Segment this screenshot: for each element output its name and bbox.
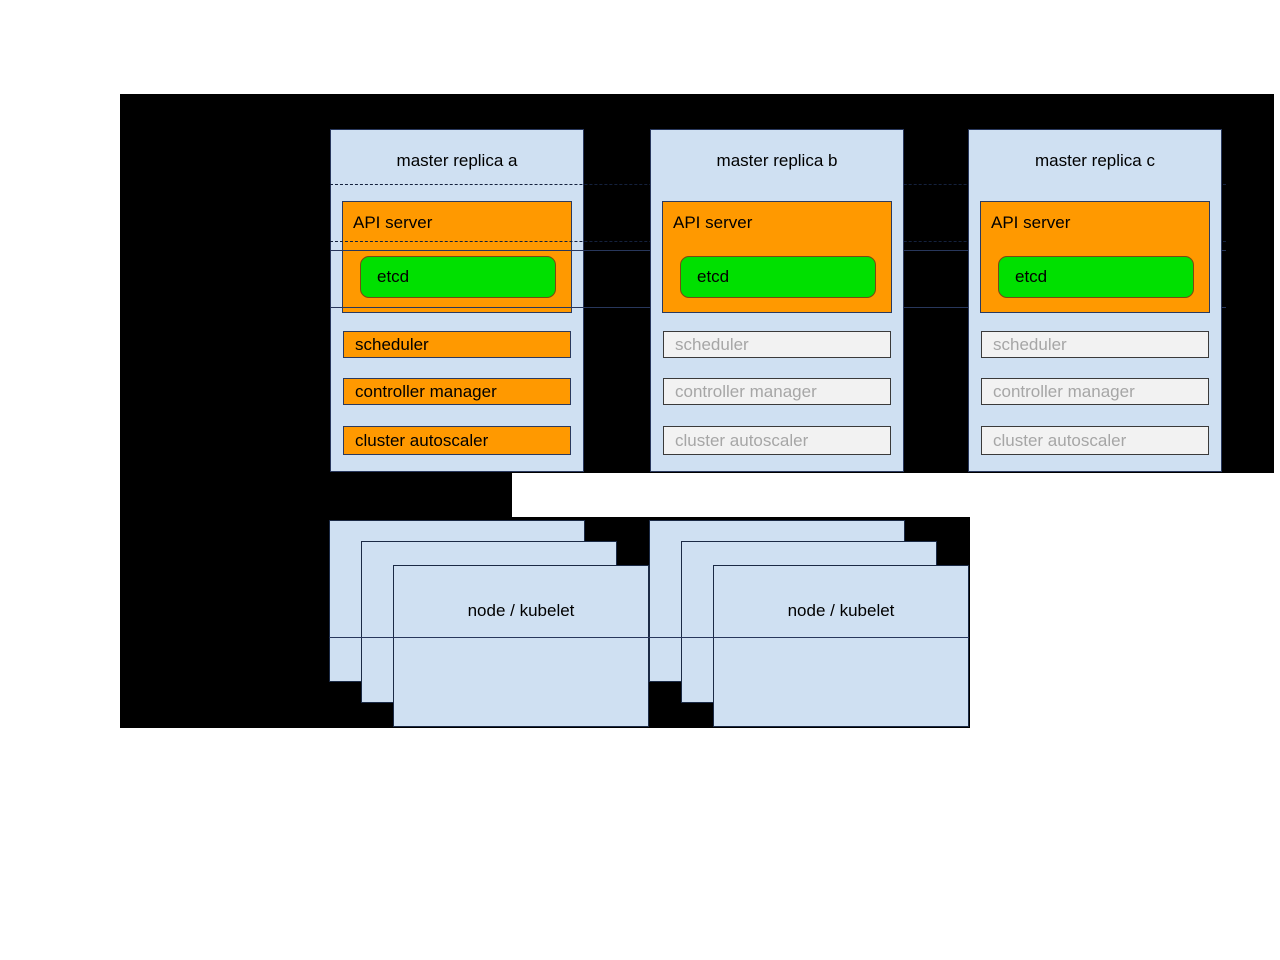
master-b-etcd-box[interactable]: etcd	[680, 256, 876, 298]
node-group-1-label: node / kubelet	[467, 601, 575, 620]
master-b-controller-manager[interactable]: controller manager	[663, 378, 891, 405]
master-a-scheduler-label: scheduler	[355, 334, 429, 354]
master-c-cluster-autoscaler[interactable]: cluster autoscaler	[981, 426, 1209, 455]
master-c-scheduler[interactable]: scheduler	[981, 331, 1209, 358]
master-b-cluster-autoscaler-label: cluster autoscaler	[675, 430, 809, 450]
master-a-api-server-label: API server	[353, 213, 433, 232]
node-group-2-label: node / kubelet	[787, 601, 895, 620]
master-c-scheduler-label: scheduler	[993, 334, 1067, 354]
master-replica-b-title: master replica b	[716, 151, 838, 170]
master-replica-a-title: master replica a	[396, 151, 518, 170]
master-b-api-server-label: API server	[673, 213, 753, 232]
node-group-2-divider	[649, 637, 969, 638]
master-b-scheduler-label: scheduler	[675, 334, 749, 354]
master-a-etcd-label: etcd	[377, 267, 410, 286]
node-group-1-divider	[329, 637, 649, 638]
master-a-controller-manager-label: controller manager	[355, 381, 497, 401]
node-group-2-card-front[interactable]: node / kubelet	[713, 565, 969, 727]
master-a-cluster-autoscaler-label: cluster autoscaler	[355, 430, 489, 450]
master-b-controller-manager-label: controller manager	[675, 381, 817, 401]
master-b-scheduler[interactable]: scheduler	[663, 331, 891, 358]
master-c-etcd-label: etcd	[1015, 267, 1048, 286]
master-a-etcd-box[interactable]: etcd	[360, 256, 556, 298]
master-c-controller-manager[interactable]: controller manager	[981, 378, 1209, 405]
master-b-cluster-autoscaler[interactable]: cluster autoscaler	[663, 426, 891, 455]
master-b-etcd-label: etcd	[697, 267, 730, 286]
master-a-controller-manager[interactable]: controller manager	[343, 378, 571, 405]
master-c-cluster-autoscaler-label: cluster autoscaler	[993, 430, 1127, 450]
master-a-cluster-autoscaler[interactable]: cluster autoscaler	[343, 426, 571, 455]
master-c-etcd-box[interactable]: etcd	[998, 256, 1194, 298]
node-group-1-card-front[interactable]: node / kubelet	[393, 565, 649, 727]
master-c-controller-manager-label: controller manager	[993, 381, 1135, 401]
master-a-scheduler[interactable]: scheduler	[343, 331, 571, 358]
master-replica-c-title: master replica c	[1035, 151, 1155, 170]
master-c-api-server-label: API server	[991, 213, 1071, 232]
